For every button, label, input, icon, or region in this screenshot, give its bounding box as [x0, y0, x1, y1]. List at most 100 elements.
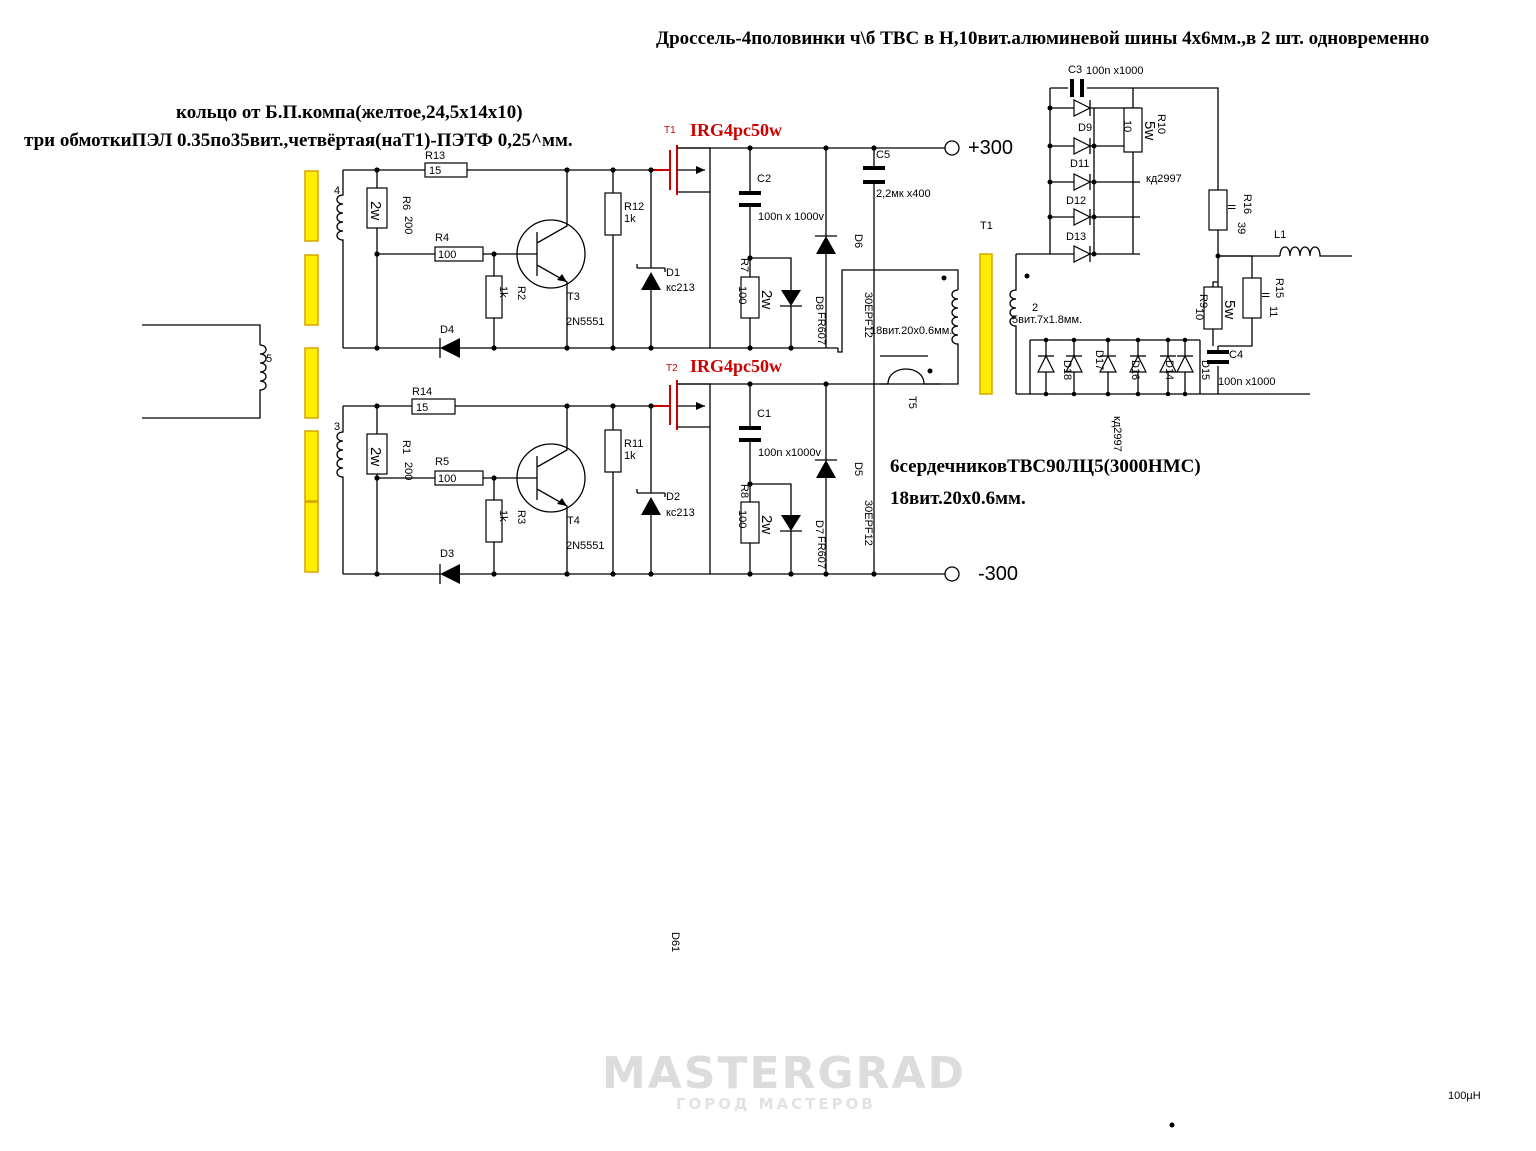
toroid-core [304, 170, 319, 573]
svg-text:100n x 1000v: 100n x 1000v [758, 211, 825, 223]
svg-text:1k: 1k [497, 286, 509, 298]
svg-text:R4: R4 [435, 232, 449, 244]
svg-text:30EPF12: 30EPF12 [862, 292, 874, 338]
svg-text:кд2997: кд2997 [1111, 416, 1123, 452]
note-cores-line1: 6сердечниковТВС90ЛЦ5(3000НМС) [890, 456, 1201, 477]
t1-winding-spec: 18вит.20х0.6мм. [870, 325, 952, 337]
svg-text:C3: C3 [1068, 64, 1082, 76]
svg-text:1k: 1k [624, 450, 636, 462]
resistor-R7: 2w R7 100 [736, 258, 775, 319]
transistor-T4: T4 2N5551 [516, 406, 605, 574]
svg-text:10: 10 [1193, 308, 1205, 320]
svg-text:5w: 5w [1221, 300, 1238, 319]
igbt-T2: T2 IRG4pc50w [652, 356, 782, 574]
svg-text:C4: C4 [1229, 349, 1243, 361]
svg-text:D1: D1 [666, 267, 680, 279]
svg-text:T5: T5 [906, 396, 918, 409]
svg-text:T3: T3 [567, 291, 580, 303]
resistor-R4: R4 100 [434, 232, 484, 262]
resistor-R11: R11 1k [604, 429, 643, 473]
junction-dots [374, 145, 877, 577]
resistor-R13: R13 15 [424, 150, 468, 178]
svg-text:T2: T2 [666, 363, 678, 374]
winding-5: 5 [142, 324, 272, 419]
svg-text:200: 200 [402, 216, 414, 234]
transformer-T1-label: T1 [980, 220, 993, 232]
svg-text:100: 100 [736, 286, 748, 304]
note-cores-line2: 18вит.20х0.6мм. [890, 488, 1026, 509]
svg-text:2w: 2w [758, 515, 775, 534]
diode-D8: D8 FR607 [780, 290, 827, 345]
svg-text:R2: R2 [515, 286, 527, 300]
svg-text:R14: R14 [412, 386, 432, 398]
svg-text:2,2мк x400: 2,2мк x400 [876, 188, 931, 200]
capacitor-C2: C2 100n x 1000v [739, 173, 825, 223]
winding-t1-primary: 18вит.20х0.6мм. [870, 275, 959, 380]
svg-text:II: II [1225, 204, 1237, 210]
capacitor-C4: C4 100n x1000 [1207, 349, 1276, 388]
svg-text:R3: R3 [515, 510, 527, 524]
svg-text:100: 100 [736, 510, 748, 528]
svg-text:D3: D3 [440, 548, 454, 560]
diode-bridge-bottom: D18 D17 D16 D14 D15 кд2997 [1016, 337, 1310, 452]
winding-4-label: 4 [334, 185, 340, 197]
svg-text:IRG4pc50w: IRG4pc50w [690, 356, 782, 376]
svg-text:15: 15 [429, 165, 441, 177]
svg-text:IRG4pc50w: IRG4pc50w [690, 120, 782, 140]
svg-text:D14: D14 [1163, 360, 1175, 380]
svg-text:C5: C5 [876, 149, 890, 161]
transistor-T3: T3 2N5551 [516, 170, 605, 348]
svg-text:100n x1000: 100n x1000 [1218, 376, 1276, 388]
svg-text:5вит.7х1.8мм.: 5вит.7х1.8мм. [1012, 314, 1082, 326]
svg-text:D5: D5 [852, 462, 864, 476]
svg-text:R5: R5 [435, 456, 449, 468]
svg-text:200: 200 [402, 462, 414, 480]
winding-3-label: 3 [334, 421, 340, 433]
rail-minus: -300 [978, 563, 1018, 585]
resistor-R3: 1k R3 [485, 499, 527, 543]
stray-label-d61: D61 [669, 932, 681, 952]
igbt-T1: T1 IRG4pc50w [652, 120, 782, 348]
svg-text:D18: D18 [1061, 360, 1073, 380]
diode-D5: D5 30EPF12 [815, 459, 874, 546]
zener-D2: D2 кс213 [636, 489, 695, 519]
resistor-R14: R14 15 [411, 386, 456, 415]
svg-text:R15: R15 [1273, 278, 1285, 298]
svg-text:R9: R9 [1197, 294, 1209, 308]
winding-4: 4 [334, 170, 344, 348]
svg-text:2w: 2w [367, 447, 384, 466]
svg-text:100n x1000v: 100n x1000v [758, 447, 821, 459]
inductor-T5: T5 [880, 355, 940, 409]
resistor-R1: 2w R1 200 [366, 433, 414, 480]
resistor-R16: II R16 39 [1208, 189, 1253, 234]
diode-bridge-top: D9 D11 D12 D13 кд2997 [1047, 99, 1182, 263]
svg-text:15: 15 [416, 402, 428, 414]
svg-text:D6: D6 [852, 234, 864, 248]
svg-text:кс213: кс213 [666, 507, 695, 519]
resistor-R12: R12 1k [604, 192, 644, 236]
svg-text:R11: R11 [624, 438, 643, 450]
note-choke: Дроссель-4половинки ч\б ТВС в Н,10вит.ал… [656, 28, 1429, 49]
resistor-R15: II R15 11 [1242, 277, 1285, 319]
winding-3: 3 [334, 406, 344, 574]
svg-text:100n x1000: 100n x1000 [1086, 65, 1144, 77]
svg-text:100: 100 [438, 473, 456, 485]
inductor-L1: L1 [1274, 229, 1352, 257]
zener-D1: D1 кс213 [636, 264, 695, 294]
svg-text:D11: D11 [1070, 158, 1089, 170]
note-ring-line1: кольцо от Б.П.компа(желтое,24,5х14х10) [176, 102, 523, 123]
svg-text:D2: D2 [666, 491, 680, 503]
svg-text:R6: R6 [400, 196, 412, 210]
svg-text:D4: D4 [440, 324, 454, 336]
svg-text:ГОРОД МАСТЕРОВ: ГОРОД МАСТЕРОВ [676, 1095, 876, 1113]
diode-D3: D3 [439, 548, 460, 584]
svg-text:T1: T1 [664, 125, 676, 136]
rail-plus: +300 [968, 137, 1013, 159]
svg-text:2w: 2w [758, 290, 775, 309]
svg-text:FR607: FR607 [815, 312, 827, 345]
stray-dot [1169, 1122, 1175, 1128]
diode-D4: D4 [439, 324, 460, 358]
resistor-R2: 1k R2 [485, 275, 527, 319]
svg-text:T4: T4 [567, 515, 580, 527]
